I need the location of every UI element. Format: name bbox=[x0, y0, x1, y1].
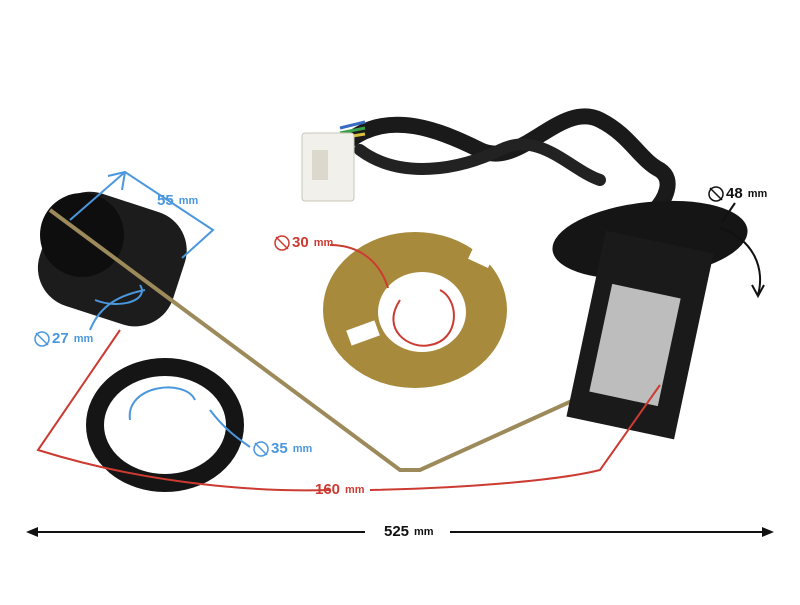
diameter-icon bbox=[253, 440, 269, 457]
float-arm-rod bbox=[48, 208, 641, 472]
wire-harness bbox=[342, 108, 676, 218]
float-diameter-label: 27 mm bbox=[34, 330, 93, 347]
sender-unit bbox=[552, 200, 748, 440]
arm-length-label: 160 mm bbox=[315, 481, 365, 498]
gasket-diameter-label: 35 mm bbox=[253, 440, 312, 457]
rubber-gasket bbox=[86, 358, 244, 492]
total-length-label: 525 mm bbox=[384, 523, 434, 540]
diameter-icon bbox=[274, 234, 290, 251]
lock-ring bbox=[323, 232, 507, 388]
float-length-label: 55 mm bbox=[157, 192, 199, 209]
ring-diameter-label: 30 mm bbox=[274, 234, 333, 251]
diameter-icon bbox=[708, 185, 724, 202]
flange-diameter-label: 48 mm bbox=[708, 185, 767, 202]
diameter-icon bbox=[34, 330, 50, 347]
